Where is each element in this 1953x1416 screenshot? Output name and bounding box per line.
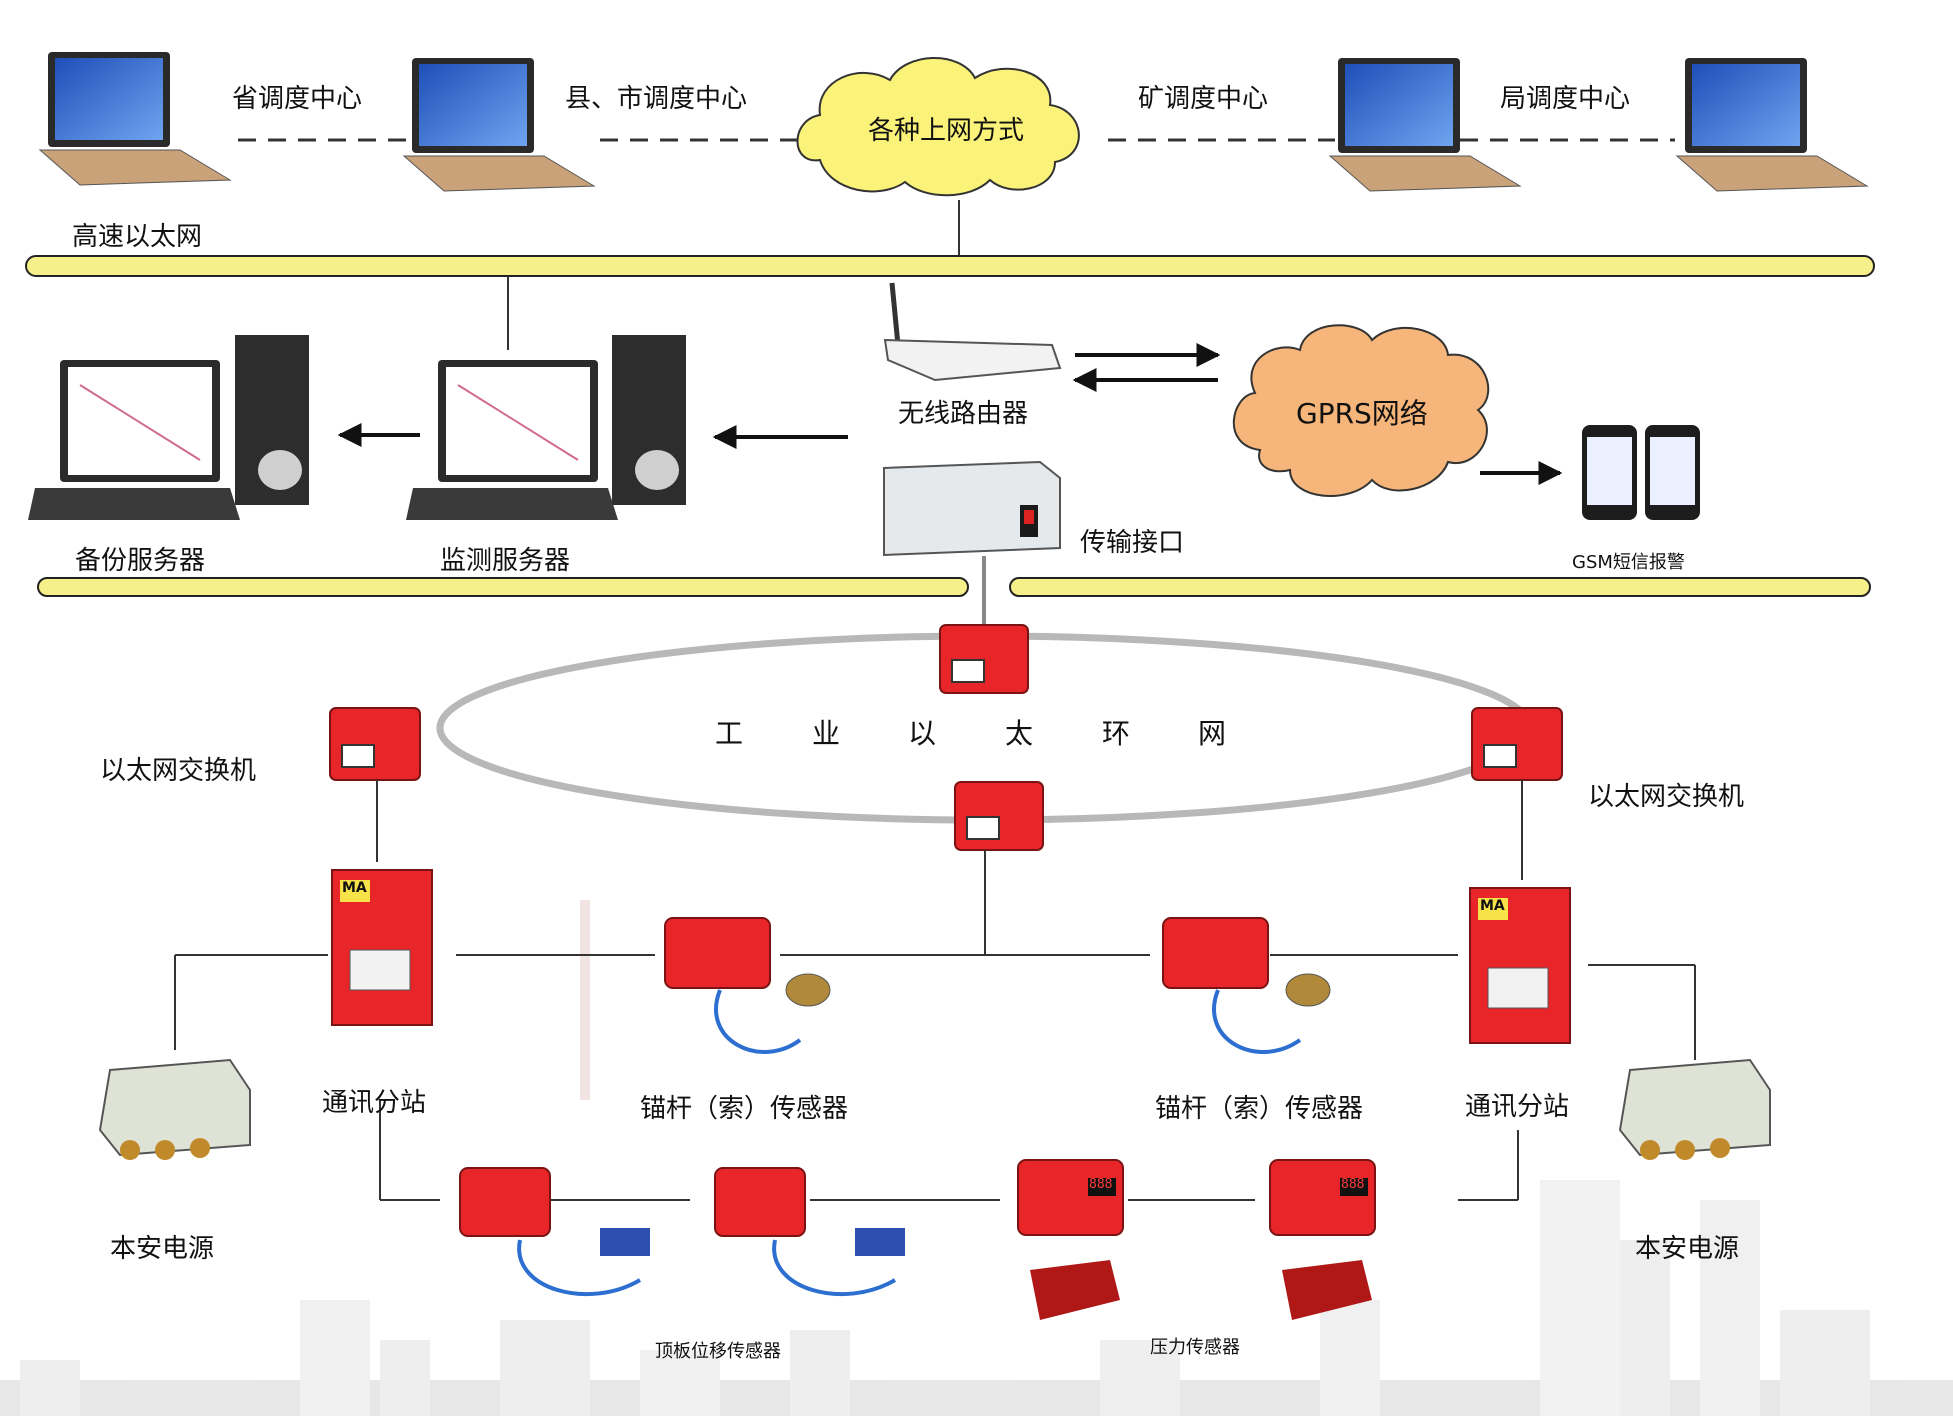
transmission-interface-icon [883,460,1061,557]
anchor-sensor-left-label: 锚杆（索）传感器 [640,1094,849,1124]
province-center-label: 省调度中心 [232,84,363,114]
laptop-icon-2 [402,58,596,192]
power-right-label: 本安电源 [1635,1234,1740,1264]
monitor-server-label: 监测服务器 [440,546,571,576]
pressure-sensor-2 [1269,1159,1376,1320]
roof-sensor-2 [714,1167,905,1296]
pressure-display-2: 888 [1341,1177,1365,1192]
smartphone-icon-1 [1582,425,1637,520]
monitor-server-icon [406,335,686,520]
county-city-center-label: 县、市调度中心 [565,84,748,114]
power-supply-right [1618,1058,1771,1160]
field-wiring [174,780,1696,1201]
city-skyline-background [0,900,1953,1416]
ma-mark-right: MA [1480,898,1505,914]
ethernet-bus [25,255,1875,277]
gsm-alarm-label: GSM短信报警 [1572,552,1685,573]
wireless-router-icon [883,282,1062,382]
smartphone-icon-2 [1645,425,1700,520]
ring-char-5: 环 [1102,717,1131,750]
switch-right-label: 以太网交换机 [1588,782,1745,812]
power-supply-left [98,1058,251,1160]
roof-sensor-label: 顶板位移传感器 [655,1341,781,1362]
transmission-label: 传输接口 [1080,528,1185,558]
router-label: 无线路由器 [898,399,1029,429]
switch-left [329,707,421,781]
ring-char-6: 网 [1198,717,1227,750]
ethernet-label: 高速以太网 [72,222,203,252]
substation-left-label: 通讯分站 [322,1088,427,1118]
laptop-icon-1 [38,52,232,186]
switch-bottom [954,781,1044,851]
roof-sensor-1 [459,1167,650,1296]
ring-char-3: 以 [908,717,937,750]
switch-left-label: 以太网交换机 [100,756,257,786]
substation-right [1469,887,1571,1044]
field-bus-left [37,577,969,597]
backup-server-icon [28,335,309,520]
field-bus-right [1009,577,1871,597]
pressure-sensor-label: 压力传感器 [1150,1337,1240,1358]
anchor-sensor-right [1162,917,1331,1054]
ring-char-1: 工 [715,717,744,750]
laptop-icon-3 [1328,58,1522,192]
ring-char-4: 太 [1005,717,1034,750]
switch-top [939,624,1029,694]
substation-left [331,869,433,1026]
ring-char-2: 业 [812,717,841,750]
substation-right-label: 通讯分站 [1465,1092,1570,1122]
bureau-center-label: 局调度中心 [1500,84,1631,114]
backup-server-label: 备份服务器 [75,546,206,576]
power-left-label: 本安电源 [110,1234,215,1264]
pressure-sensor-1 [1017,1159,1124,1320]
anchor-sensor-right-label: 锚杆（索）传感器 [1155,1094,1364,1124]
laptop-icon-4 [1675,58,1869,192]
internet-cloud-icon [796,57,1080,197]
anchor-sensor-left [664,917,831,1054]
gprs-cloud-label: GPRS网络 [1296,397,1428,430]
switch-right [1471,707,1563,781]
pressure-display-1: 888 [1089,1177,1113,1192]
mine-center-label: 矿调度中心 [1138,84,1269,114]
internet-cloud-label: 各种上网方式 [868,116,1025,146]
ma-mark-left: MA [342,880,367,896]
gprs-cloud-icon [1232,324,1490,497]
